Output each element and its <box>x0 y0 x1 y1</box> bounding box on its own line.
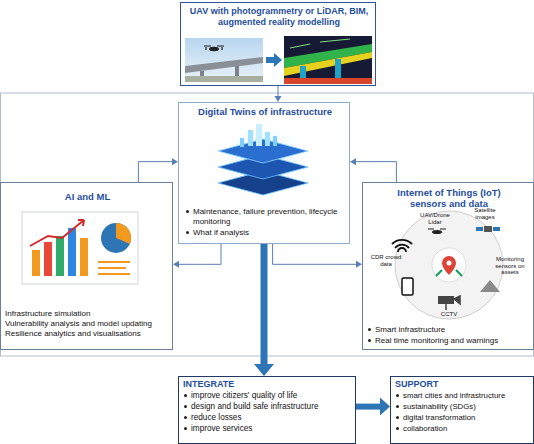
box-text: reduce losses <box>191 413 355 423</box>
digital-twin-box: Digital Twins of infrastructureMaintenan… <box>178 102 350 244</box>
box-heading: UAV with photogrammetry or LiDAR, BIM, a… <box>185 6 373 28</box>
iot-box: Internet of Things (IoT) sensors and dat… <box>362 182 534 350</box>
box-text: Infrastructure simulation <box>5 309 173 319</box>
box-heading: AI and ML <box>5 191 170 202</box>
box-text: improve citizers' quality of life <box>191 391 355 401</box>
bullet-dot <box>186 210 189 213</box>
connector-arrow <box>275 86 282 102</box>
connector-line <box>355 162 397 182</box>
bullet-dot <box>184 405 187 408</box>
bullet-dot <box>186 231 189 234</box>
bullet-dot <box>368 328 371 331</box>
arrowhead <box>254 364 274 376</box>
box-heading: SUPPORT <box>395 379 531 390</box>
box-heading: INTEGRATE <box>183 379 353 390</box>
box-text: collaboration <box>403 424 534 433</box>
support-box: SUPPORTsmart cities and infrastructure su… <box>390 376 534 444</box>
bullet-dot <box>184 427 187 430</box>
connector-arrow <box>254 244 274 376</box>
connector-arrow <box>173 244 221 268</box>
box-heading: Digital Twins of infrastructure <box>183 106 347 117</box>
box-text: smart cities and infrastructure <box>403 391 534 400</box>
connector-line <box>178 244 221 264</box>
arrowhead <box>350 158 356 165</box>
source-box: UAV with photogrammetry or LiDAR, BIM, a… <box>180 2 376 86</box>
bullet-dot <box>368 339 371 342</box>
box-text: sustainability (SDGs) <box>403 402 534 411</box>
box-text: Vulnerability analysis and model updatin… <box>5 319 173 329</box>
box-text: digital transformation <box>403 413 534 422</box>
bullet-dot <box>396 416 399 419</box>
integrate-box: INTEGRATEimprove citizers' quality of li… <box>178 376 356 444</box>
box-text: improve services <box>191 424 355 434</box>
box-text: Resilience analytics and visualisations <box>5 329 173 339</box>
arrowhead <box>380 398 390 416</box>
bullet-dot <box>396 394 399 397</box>
connector-arrow <box>138 158 178 182</box>
bullet-dot <box>396 427 399 430</box>
box-text: design and build safe infrastructure <box>191 402 355 412</box>
connector-line <box>261 244 268 366</box>
box-text: Smart infrastructure <box>375 325 531 335</box>
outer-frame <box>1 93 534 356</box>
bullet-dot <box>184 416 187 419</box>
box-text: What if analysis <box>193 228 347 238</box>
connector-arrow <box>356 398 390 416</box>
connector-arrow <box>350 158 396 182</box>
box-text: Maintenance, failure prevention, lifecyc… <box>193 207 347 226</box>
box-text: Real time monitoring and warnings <box>375 336 531 346</box>
connector-line <box>356 404 382 410</box>
connector-line <box>138 162 173 182</box>
connector-arrow <box>273 244 362 268</box>
bullet-dot <box>184 394 187 397</box>
connector-line <box>278 86 279 97</box>
connector-line <box>273 244 358 264</box>
bullet-dot <box>396 405 399 408</box>
ai-ml-box: AI and ML Infrastructure simulationVulner… <box>0 182 173 350</box>
box-heading: Internet of Things (IoT) sensors and dat… <box>383 187 515 210</box>
arrowhead <box>173 261 179 268</box>
